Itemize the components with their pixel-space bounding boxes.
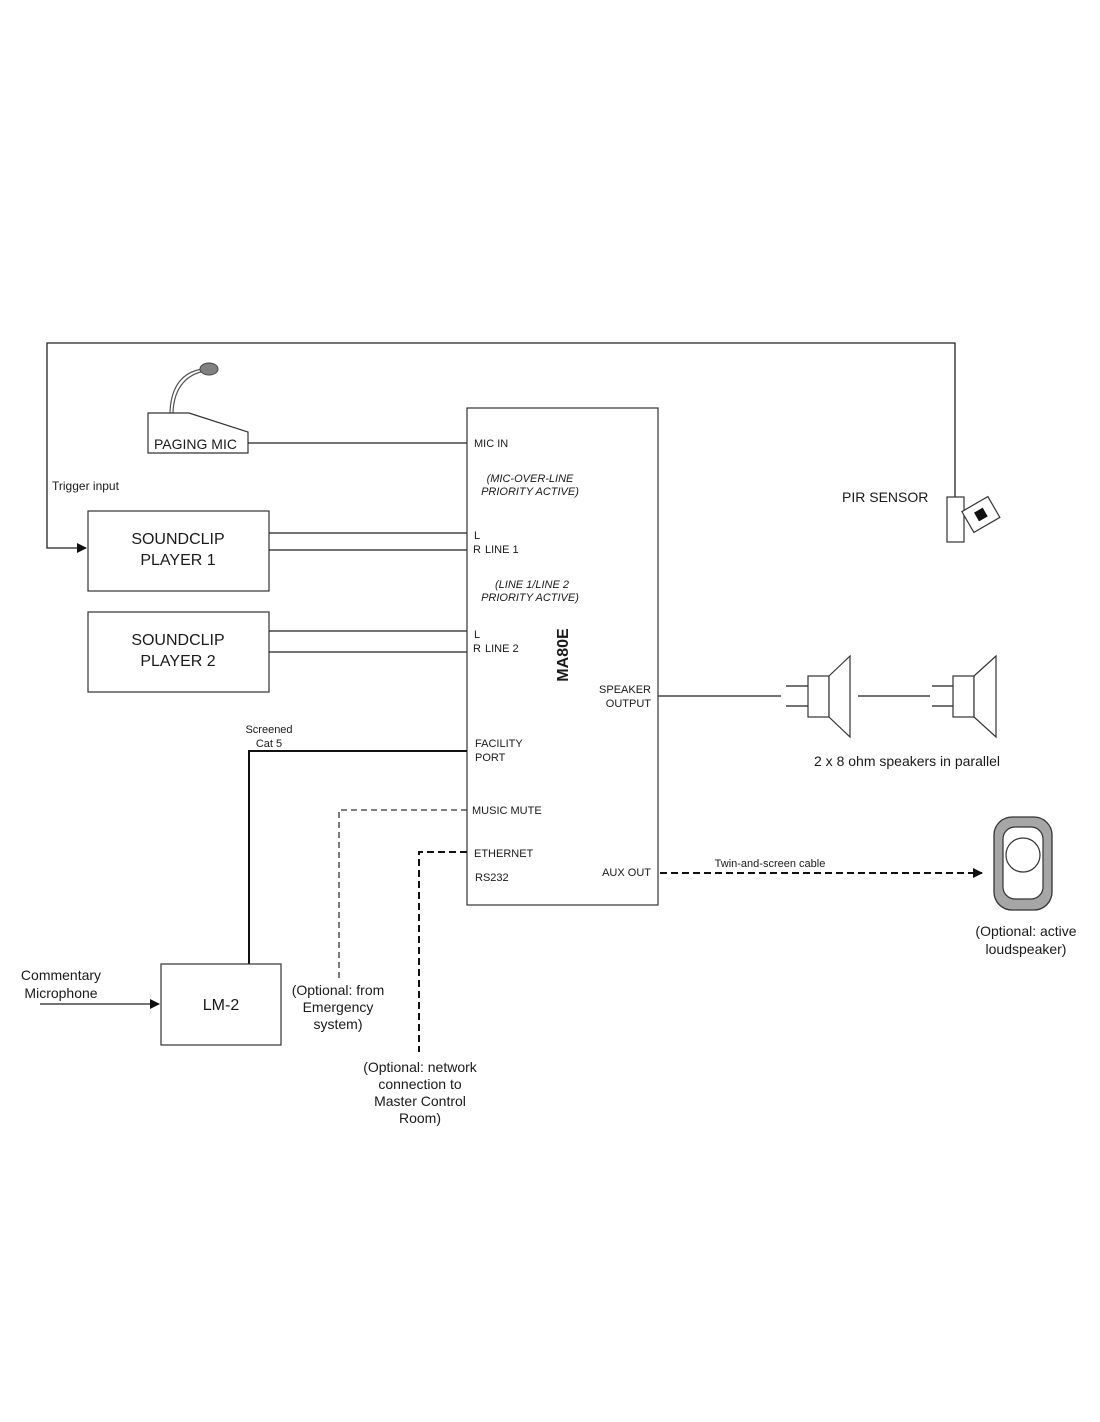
music-mute-connection xyxy=(338,809,467,980)
soundclip-player-2 xyxy=(87,611,270,693)
active-loudspeaker-icon xyxy=(993,816,1053,911)
speaker-1-icon xyxy=(786,654,851,739)
network-note-1: (Optional: network xyxy=(363,1059,478,1075)
emergency-note-2: Emergency xyxy=(303,999,374,1015)
trigger-connection xyxy=(46,342,956,553)
port-line1-r: R xyxy=(473,544,481,556)
commentary-mic-label-1: Commentary xyxy=(21,967,101,983)
cable-label-2: Cat 5 xyxy=(256,738,282,750)
emergency-note-3: system) xyxy=(314,1016,363,1032)
commentary-mic-label-2: Microphone xyxy=(24,985,97,1001)
port-line1-l: L xyxy=(474,530,480,542)
port-line1: LINE 1 xyxy=(485,544,519,556)
speakers-label: 2 x 8 ohm speakers in parallel xyxy=(814,753,1000,769)
mic-priority-note-1: (MIC-OVER-LINE xyxy=(487,473,574,485)
lm2-label: LM-2 xyxy=(203,997,240,1014)
network-note-2: connection to xyxy=(378,1076,461,1092)
port-speaker-2: OUTPUT xyxy=(606,698,652,710)
port-rs232: RS232 xyxy=(475,872,509,884)
speaker-2-icon xyxy=(932,654,997,739)
ethernet-connection xyxy=(418,851,467,1052)
soundclip-2-label-1: SOUNDCLIP xyxy=(131,632,224,649)
mic-head-icon xyxy=(199,362,219,376)
pir-sensor-label: PIR SENSOR xyxy=(842,489,928,505)
port-mic-in: MIC IN xyxy=(474,438,508,450)
mic-priority-note-2: PRIORITY ACTIVE) xyxy=(481,486,579,498)
aux-cable-label: Twin-and-screen cable xyxy=(715,858,826,870)
facility-port-connection xyxy=(248,750,467,964)
port-facility-1: FACILITY xyxy=(475,738,523,750)
line-priority-note-2: PRIORITY ACTIVE) xyxy=(481,592,579,604)
active-speaker-note-1: (Optional: active xyxy=(975,923,1076,939)
cable-label-1: Screened xyxy=(245,724,292,736)
port-aux-out: AUX OUT xyxy=(602,867,651,879)
port-line2-l: L xyxy=(474,629,480,641)
lm2-unit xyxy=(160,963,282,1046)
soundclip-player-1 xyxy=(87,510,270,592)
ma80e-unit xyxy=(466,407,659,906)
soundclip-2-label-2: PLAYER 2 xyxy=(140,653,215,670)
line-priority-note-1: (LINE 1/LINE 2 xyxy=(495,579,569,591)
paging-mic-label: PAGING MIC xyxy=(154,436,237,452)
port-facility-2: PORT xyxy=(475,752,506,764)
port-speaker-1: SPEAKER xyxy=(599,684,651,696)
network-note-4: Room) xyxy=(399,1110,441,1126)
emergency-note-1: (Optional: from xyxy=(292,982,385,998)
paging-mic: PAGING MIC xyxy=(147,362,249,454)
ma80e-label: MA80E xyxy=(555,628,572,682)
soundclip-1-label-2: PLAYER 1 xyxy=(140,552,215,569)
active-speaker-note-2: loudspeaker) xyxy=(986,941,1067,957)
port-line2: LINE 2 xyxy=(485,643,519,655)
trigger-input-label: Trigger input xyxy=(52,479,120,493)
port-line2-r: R xyxy=(473,643,481,655)
network-note-3: Master Control xyxy=(374,1093,466,1109)
port-music-mute: MUSIC MUTE xyxy=(472,805,542,817)
pir-sensor xyxy=(946,495,1001,543)
soundclip-1-label-1: SOUNDCLIP xyxy=(131,531,224,548)
port-ethernet: ETHERNET xyxy=(474,848,534,860)
